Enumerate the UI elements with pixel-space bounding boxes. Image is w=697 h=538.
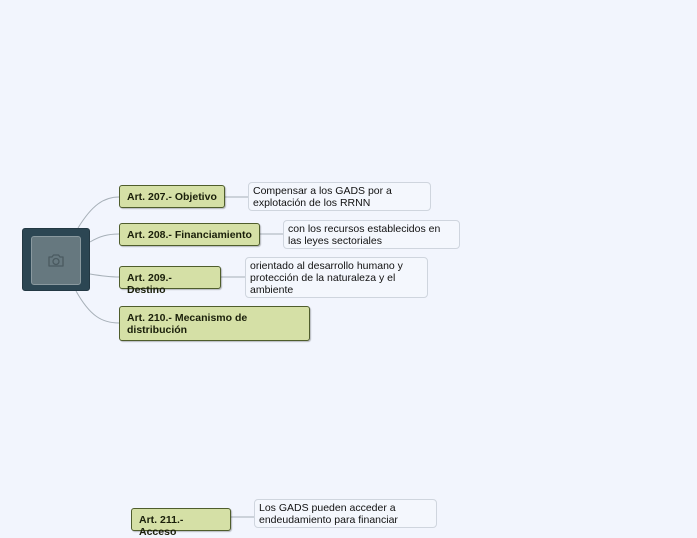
note-text: orientado al desarrollo humano y protecc… xyxy=(250,260,403,296)
central-topic[interactable] xyxy=(22,228,90,291)
topic-art-210[interactable]: Art. 210.- Mecanismo de distribución xyxy=(119,306,310,341)
mind-map-canvas: Art. 207.- Objetivo Compensar a los GADS… xyxy=(22,182,460,538)
topic-label: Art. 210.- Mecanismo de distribución xyxy=(127,312,248,336)
connector-root-207 xyxy=(77,196,120,229)
note-art-207[interactable]: Compensar a los GADS por a explotación d… xyxy=(248,182,431,211)
connector-root-208 xyxy=(89,233,120,243)
note-art-209[interactable]: orientado al desarrollo humano y protecc… xyxy=(245,257,428,298)
topic-label: Art. 207.- Objetivo xyxy=(127,191,217,203)
connectors xyxy=(75,196,283,518)
image-placeholder xyxy=(31,236,81,285)
note-text: Compensar a los GADS por a explotación d… xyxy=(253,185,392,209)
topic-label: Art. 208.- Financiamiento xyxy=(127,229,252,241)
note-art-208[interactable]: con los recursos establecidos en las ley… xyxy=(283,220,460,249)
topic-art-209[interactable]: Art. 209.- Destino xyxy=(119,266,221,296)
note-art-211[interactable]: Los GADS pueden acceder a endeudamiento … xyxy=(254,499,437,528)
camera-icon xyxy=(48,254,64,267)
note-text: Los GADS pueden acceder a endeudamiento … xyxy=(259,502,398,526)
connector-root-209 xyxy=(89,273,120,278)
connector-root-210 xyxy=(75,290,120,324)
topic-art-208[interactable]: Art. 208.- Financiamiento xyxy=(119,223,260,246)
topic-label: Art. 211.- Acceso xyxy=(139,514,184,538)
topic-art-207[interactable]: Art. 207.- Objetivo xyxy=(119,185,225,208)
topic-label: Art. 209.- Destino xyxy=(127,272,172,296)
note-text: con los recursos establecidos en las ley… xyxy=(288,223,441,247)
